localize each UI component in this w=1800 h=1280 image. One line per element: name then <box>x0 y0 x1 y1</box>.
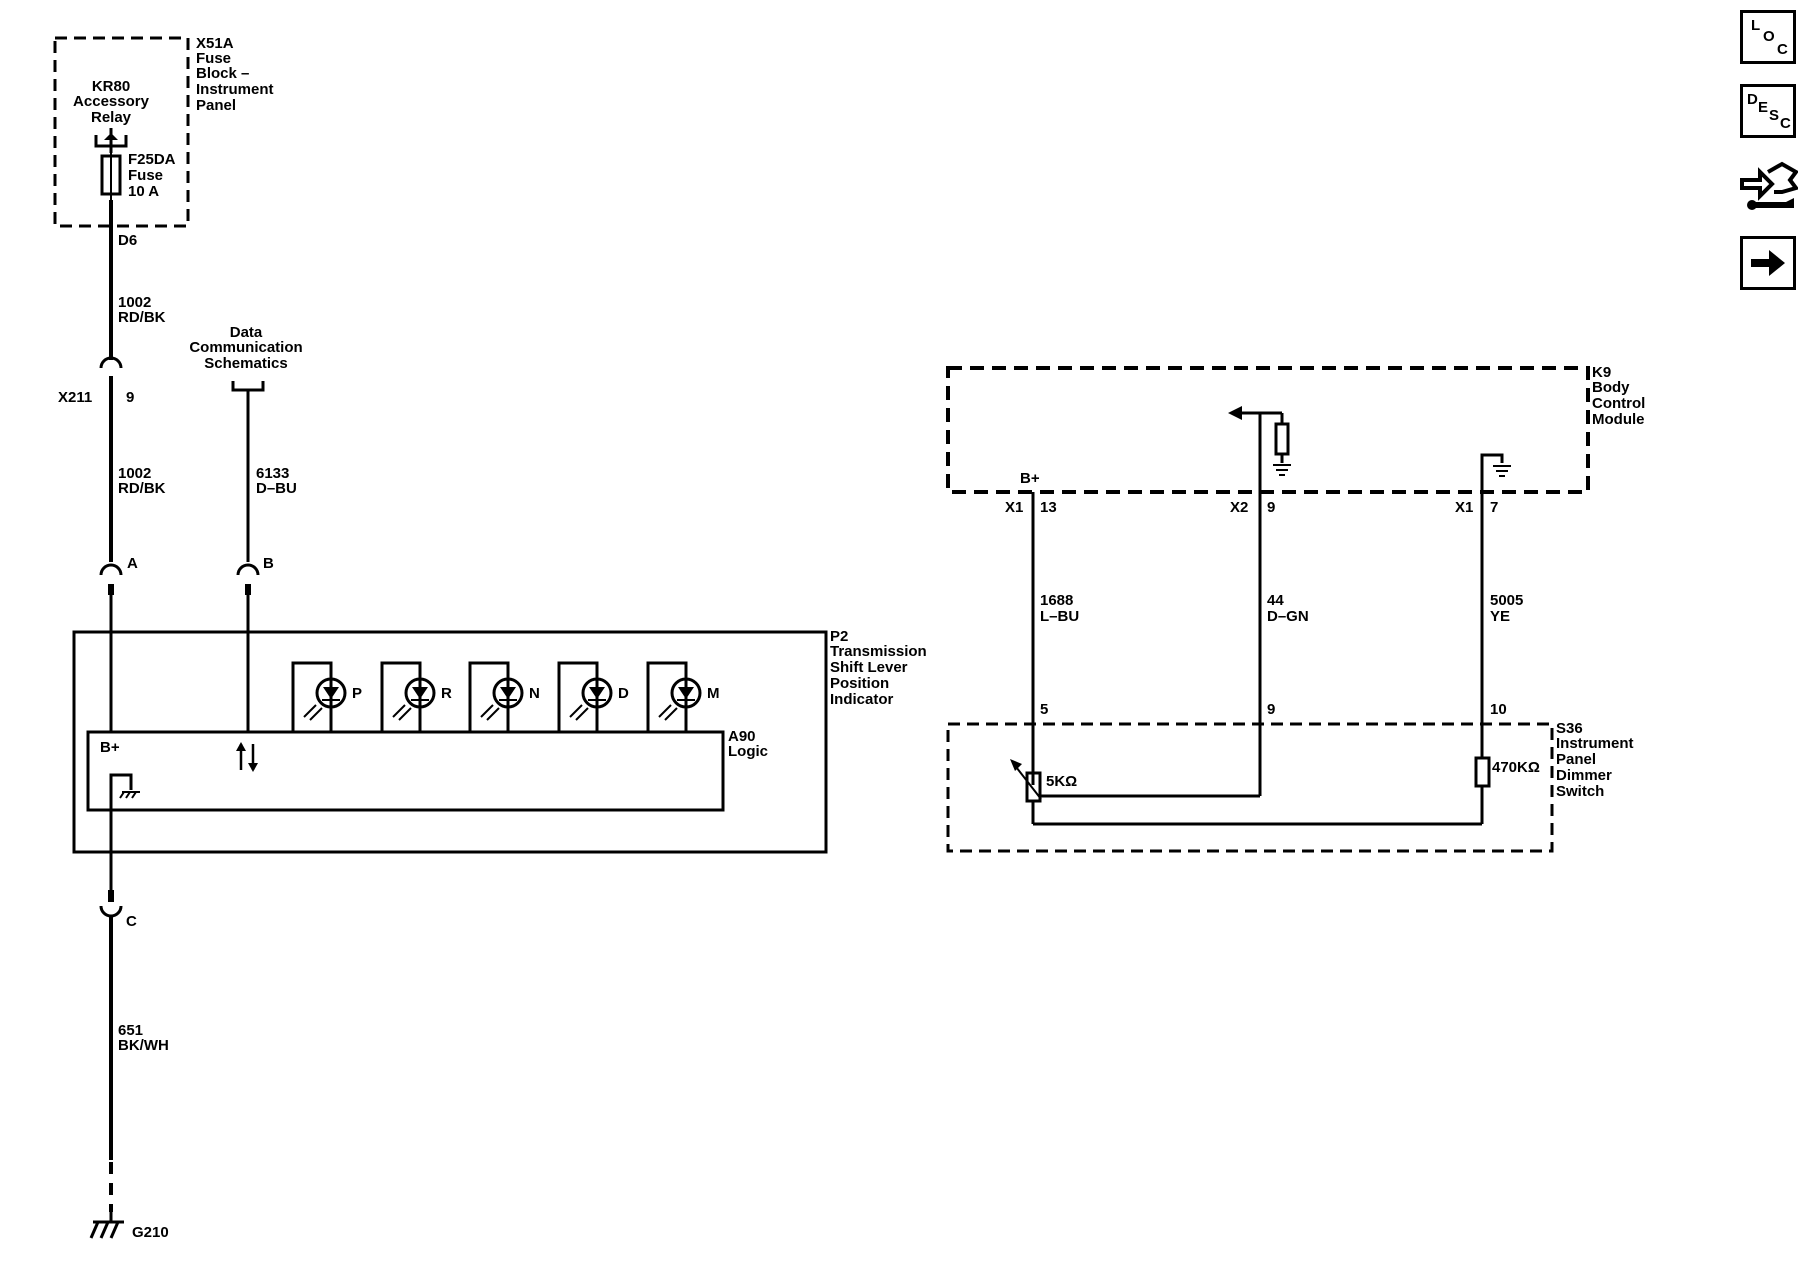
fuse-block-name-2: Block – <box>196 65 249 82</box>
dimmer-switch-box <box>946 722 1554 853</box>
wire-right-3-color: YE <box>1490 608 1510 625</box>
desc-letter-s: S <box>1769 107 1780 124</box>
fuse-block-box <box>53 36 190 228</box>
indicator-name-1: Transmission <box>830 643 927 660</box>
data-wire-number: 6133 <box>256 465 289 482</box>
indicator-name-0: P2 <box>830 628 848 645</box>
bcm-pin-3-number: 7 <box>1490 499 1498 516</box>
shift-indicator-box <box>72 630 828 854</box>
data-comm-label-1[interactable]: Communication <box>189 339 302 356</box>
desc-letter-d: D <box>1747 91 1758 108</box>
wire-mid-number: 1002 <box>118 465 151 482</box>
bcm-pin-3-connector: X1 <box>1455 499 1473 516</box>
fuse-block-name-1: Fuse <box>196 50 231 67</box>
bcm-name-2: Control <box>1592 395 1645 412</box>
loc-letter-l: L <box>1751 17 1761 34</box>
bcm-pin-2-number: 9 <box>1267 499 1275 516</box>
bcm-pullup-resistor <box>1274 422 1290 456</box>
data-wire-color: D–BU <box>256 480 297 497</box>
wire-top-number: 1002 <box>118 294 151 311</box>
fuse-terminal-label: D6 <box>118 232 137 249</box>
wire-top-color: RD/BK <box>118 309 166 326</box>
dimmer-fixed-resistor <box>1474 756 1491 788</box>
bcm-box <box>946 366 1590 494</box>
led-label-d: D <box>618 685 629 702</box>
logic-bplus-label: B+ <box>100 739 120 756</box>
led-label-r: R <box>441 685 452 702</box>
relay-label-0: KR80 <box>92 78 130 95</box>
indicator-name-4: Indicator <box>830 691 894 708</box>
bcm-bplus-label: B+ <box>1020 470 1040 487</box>
location-button[interactable]: L O C <box>1740 10 1796 64</box>
pin-b-label: B <box>263 555 274 572</box>
pin-a-label: A <box>127 555 138 572</box>
description-button[interactable]: D E S C <box>1740 84 1796 138</box>
relay-label-2: Relay <box>91 109 132 126</box>
bcm-pin-1-connector: X1 <box>1005 499 1023 516</box>
wire-right-3-number: 5005 <box>1490 592 1523 609</box>
inline-connector-label: X211 <box>58 389 92 406</box>
ground-label: G210 <box>132 1224 169 1241</box>
fuse-block-name-4: Panel <box>196 97 236 114</box>
wire-right-2-number: 44 <box>1267 592 1284 609</box>
fuse-label-1: Fuse <box>128 167 163 184</box>
dimmer-name-1: Instrument <box>1556 735 1634 752</box>
fuse-block-name-3: Instrument <box>196 81 274 98</box>
pin-c-label: C <box>126 913 137 930</box>
dimmer-name-0: S36 <box>1556 720 1583 737</box>
bcm-pin-2-connector: X2 <box>1230 499 1248 516</box>
fuse-block-name-0: X51A <box>196 35 234 52</box>
data-comm-label-0[interactable]: Data <box>230 324 263 341</box>
indicator-name-2: Shift Lever <box>830 659 908 676</box>
connector-end-view-icon[interactable] <box>1738 158 1800 220</box>
wire-mid-color: RD/BK <box>118 480 166 497</box>
relay-label-1: Accessory <box>73 93 150 110</box>
desc-letter-c: C <box>1780 115 1791 132</box>
bcm-name-3: Module <box>1592 411 1645 428</box>
loc-letter-o: O <box>1763 28 1775 45</box>
ground-wire-color: BK/WH <box>118 1037 169 1054</box>
dimmer-pin-10: 10 <box>1490 701 1507 718</box>
wire-right-1-color: L–BU <box>1040 608 1079 625</box>
fuse-label-2: 10 A <box>128 183 159 200</box>
dimmer-pin-5: 5 <box>1040 701 1048 718</box>
led-label-p: P <box>352 685 362 702</box>
wire-right-1-number: 1688 <box>1040 592 1073 609</box>
bcm-name-1: Body <box>1592 379 1630 396</box>
loc-letter-c: C <box>1777 41 1788 58</box>
indicator-name-3: Position <box>830 675 889 692</box>
logic-name-0: A90 <box>728 728 756 745</box>
arrow-right-icon <box>1751 250 1785 276</box>
led-label-m: M <box>707 685 720 702</box>
desc-letter-e: E <box>1758 99 1769 116</box>
pot-value-label: 5KΩ <box>1046 773 1077 790</box>
logic-box <box>86 730 725 812</box>
fuse-label-0: F25DA <box>128 151 176 168</box>
dimmer-name-2: Panel <box>1556 751 1596 768</box>
bcm-pin-1-number: 13 <box>1040 499 1057 516</box>
ground-wire-number: 651 <box>118 1022 143 1039</box>
bcm-name-0: K9 <box>1592 364 1611 381</box>
data-comm-label-2[interactable]: Schematics <box>204 355 287 372</box>
next-page-button[interactable] <box>1740 236 1796 290</box>
dimmer-name-4: Switch <box>1556 783 1604 800</box>
inline-connector-pin: 9 <box>126 389 134 406</box>
dimmer-name-3: Dimmer <box>1556 767 1612 784</box>
led-label-n: N <box>529 685 540 702</box>
dimmer-pin-9: 9 <box>1267 701 1275 718</box>
resistor-value-label: 470KΩ <box>1492 759 1540 776</box>
logic-name-1: Logic <box>728 743 768 760</box>
wire-right-2-color: D–GN <box>1267 608 1309 625</box>
